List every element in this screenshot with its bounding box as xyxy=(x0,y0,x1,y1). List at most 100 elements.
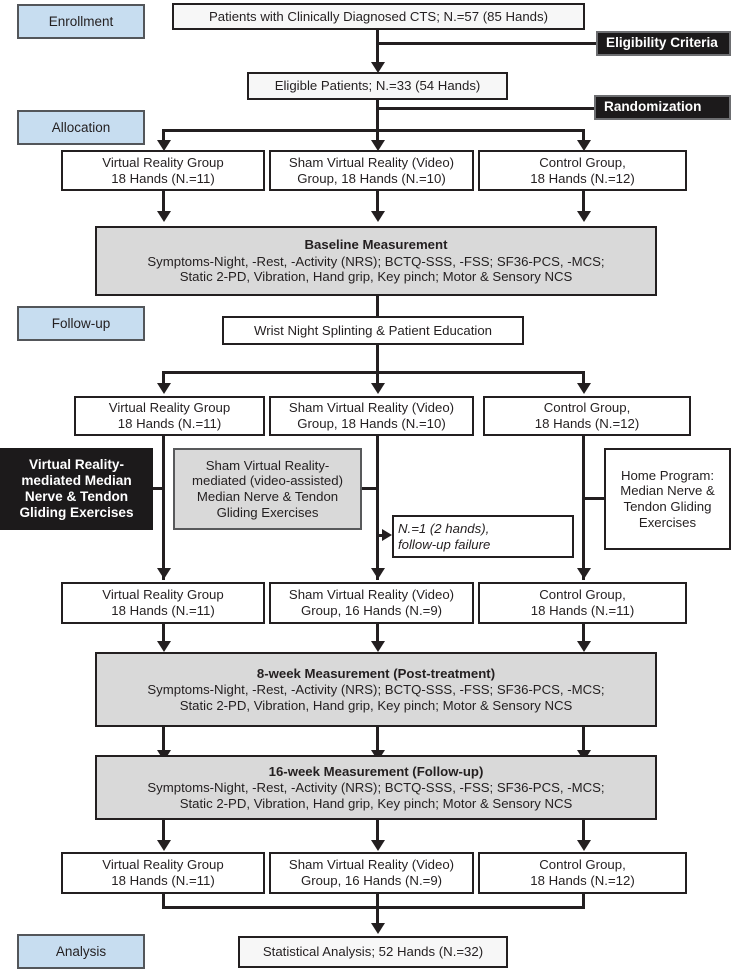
node-allocation-vr-group: Virtual Reality Group 18 Hands (N.=11) xyxy=(61,150,265,191)
connector-week8-to-week16-sham xyxy=(376,727,379,755)
node-baseline-title: Baseline Measurement xyxy=(304,237,448,253)
node-followup-sham-line1: Sham Virtual Reality (Video) xyxy=(288,400,455,416)
node-week8-line1: Symptoms-Night, -Rest, -Activity (NRS); … xyxy=(147,682,605,698)
connector-final-control-down xyxy=(582,893,585,909)
node-eligible-patients: Eligible Patients; N.=33 (54 Hands) xyxy=(247,72,508,100)
node-final-sham-group-text: Sham Virtual Reality (Video) Group, 16 H… xyxy=(275,857,468,888)
node-final-sham-line1: Sham Virtual Reality (Video) xyxy=(288,857,455,873)
node-post-vr-line2: 18 Hands (N.=11) xyxy=(111,603,215,618)
connector-vr-to-baseline xyxy=(162,190,165,216)
arrowhead-final-vr xyxy=(157,840,171,851)
connector-week16-to-final-control xyxy=(582,820,585,846)
arrowhead-baseline-sham xyxy=(371,211,385,222)
node-intervention-home-program-text: Home Program: Median Nerve & Tendon Glid… xyxy=(620,467,715,530)
node-final-sham-group: Sham Virtual Reality (Video) Group, 16 H… xyxy=(269,852,474,894)
stage-label-allocation: Allocation xyxy=(17,110,145,145)
node-dropout-line2: follow-up failure xyxy=(398,536,491,552)
node-wrist-night-splinting: Wrist Night Splinting & Patient Educatio… xyxy=(222,316,524,345)
connector-postvr-to-week8 xyxy=(162,624,165,648)
node-dropout-followup-failure-text: N.=1 (2 hands), follow-up failure xyxy=(398,521,568,552)
node-week16-line1: Symptoms-Night, -Rest, -Activity (NRS); … xyxy=(147,780,605,796)
stage-label-allocation-text: Allocation xyxy=(51,119,111,135)
connector-postsham-to-week8 xyxy=(376,624,379,648)
node-allocation-control-group: Control Group, 18 Hands (N.=12) xyxy=(478,150,687,191)
arrowhead-post-sham xyxy=(371,568,385,579)
node-week8-title: 8-week Measurement (Post-treatment) xyxy=(256,665,496,681)
node-allocation-sham-group: Sham Virtual Reality (Video) Group, 18 H… xyxy=(269,150,474,191)
node-post-sham-line1: Sham Virtual Reality (Video) xyxy=(288,587,455,603)
node-post-control-group-text: Control Group, 18 Hands (N.=11) xyxy=(484,587,681,618)
node-intervention-vr: Virtual Reality-mediated Median Nerve & … xyxy=(0,448,153,530)
connector-week16-to-final-vr xyxy=(162,820,165,846)
node-week8-measurement: 8-week Measurement (Post-treatment) Symp… xyxy=(95,652,657,727)
node-statistical-analysis: Statistical Analysis; 52 Hands (N.=32) xyxy=(238,936,508,968)
node-wrist-night-splinting-text: Wrist Night Splinting & Patient Educatio… xyxy=(254,322,492,338)
connector-sham-dropout xyxy=(376,534,386,537)
arrowhead-week8-sham xyxy=(371,641,385,652)
node-intervention-home-program: Home Program: Median Nerve & Tendon Glid… xyxy=(604,448,731,550)
node-post-control-line2: 18 Hands (N.=11) xyxy=(530,603,635,618)
node-followup-control-line1: Control Group, xyxy=(543,400,631,416)
node-week16-title: 16-week Measurement (Follow-up) xyxy=(268,763,484,779)
node-followup-vr-line2: 18 Hands (N.=11) xyxy=(117,416,222,431)
arrowhead-fu-control xyxy=(577,383,591,394)
node-allocation-sham-line1: Sham Virtual Reality (Video) xyxy=(288,154,455,170)
node-allocation-sham-line2: Group, 18 Hands (N.=10) xyxy=(297,170,446,186)
stage-label-enrollment: Enrollment xyxy=(17,4,145,39)
connector-followup-right-drop xyxy=(582,371,585,389)
connector-followup-left-drop xyxy=(162,371,165,389)
stage-label-analysis-text: Analysis xyxy=(55,943,107,959)
node-post-sham-group: Sham Virtual Reality (Video) Group, 16 H… xyxy=(269,582,474,624)
connector-allocation-mid-drop xyxy=(376,129,379,146)
node-post-vr-line1: Virtual Reality Group xyxy=(102,587,224,603)
connector-allocation-right-drop xyxy=(582,129,585,146)
node-followup-vr-line1: Virtual Reality Group xyxy=(108,400,231,416)
connector-splinting-down xyxy=(376,345,379,373)
arrowhead-statistical xyxy=(371,923,385,934)
node-final-vr-line2: 18 Hands (N.=11) xyxy=(111,873,215,888)
node-allocation-control-line2: 18 Hands (N.=12) xyxy=(530,170,635,186)
connector-vr-intervention-spine xyxy=(162,436,165,580)
node-final-sham-line2: Group, 16 Hands (N.=9) xyxy=(300,873,443,888)
node-final-vr-line1: Virtual Reality Group xyxy=(102,857,224,873)
node-followup-sham-group: Sham Virtual Reality (Video) Group, 18 H… xyxy=(269,396,474,436)
node-followup-control-group: Control Group, 18 Hands (N.=12) xyxy=(483,396,691,436)
node-baseline-line1: Symptoms-Night, -Rest, -Activity (NRS); … xyxy=(147,253,605,269)
stage-label-followup-text: Follow-up xyxy=(51,315,111,331)
node-intervention-vr-text: Virtual Reality-mediated Median Nerve & … xyxy=(19,456,134,521)
node-dropout-followup-failure: N.=1 (2 hands), follow-up failure xyxy=(392,515,574,558)
node-allocation-control-group-text: Control Group, 18 Hands (N.=12) xyxy=(484,155,681,186)
node-screened-patients: Patients with Clinically Diagnosed CTS; … xyxy=(172,3,585,30)
note-randomization-text: Randomization xyxy=(604,99,702,115)
arrowhead-post-vr xyxy=(157,568,171,579)
node-week16-line2: Static 2-PD, Vibration, Hand grip, Key p… xyxy=(179,795,573,811)
node-final-control-group: Control Group, 18 Hands (N.=12) xyxy=(478,852,687,894)
node-final-vr-group-text: Virtual Reality Group 18 Hands (N.=11) xyxy=(67,857,259,888)
stage-label-followup: Follow-up xyxy=(17,306,145,341)
connector-week8-to-week16-control xyxy=(582,727,585,755)
node-followup-sham-line2: Group, 18 Hands (N.=10) xyxy=(297,416,446,431)
connector-control-intervention-spine xyxy=(582,436,585,580)
arrowhead-final-control xyxy=(577,840,591,851)
connector-control-intervention-stub xyxy=(582,497,606,500)
connector-postcontrol-to-week8 xyxy=(582,624,585,648)
note-eligibility-criteria: Eligibility Criteria xyxy=(596,31,731,56)
node-post-sham-line2: Group, 16 Hands (N.=9) xyxy=(300,603,443,618)
node-final-control-line1: Control Group, xyxy=(539,857,626,873)
arrowhead-baseline-control xyxy=(577,211,591,222)
arrowhead-final-sham xyxy=(371,840,385,851)
node-intervention-sham-text: Sham Virtual Reality-mediated (video-ass… xyxy=(192,457,343,520)
node-final-vr-group: Virtual Reality Group 18 Hands (N.=11) xyxy=(61,852,265,894)
arrowhead-alloc-vr xyxy=(157,140,171,151)
node-allocation-control-line1: Control Group, xyxy=(539,154,626,170)
arrowhead-alloc-control xyxy=(577,140,591,151)
arrowhead-week8-vr xyxy=(157,641,171,652)
node-eligible-patients-text: Eligible Patients; N.=33 (54 Hands) xyxy=(274,78,481,94)
stage-label-enrollment-text: Enrollment xyxy=(48,13,114,29)
node-baseline-line2: Static 2-PD, Vibration, Hand grip, Key p… xyxy=(179,269,573,285)
node-screened-patients-text: Patients with Clinically Diagnosed CTS; … xyxy=(209,8,548,24)
node-followup-control-group-text: Control Group, 18 Hands (N.=12) xyxy=(489,400,685,431)
node-followup-vr-group: Virtual Reality Group 18 Hands (N.=11) xyxy=(74,396,265,436)
connector-sham-to-baseline xyxy=(376,190,379,216)
node-followup-vr-group-text: Virtual Reality Group 18 Hands (N.=11) xyxy=(80,400,259,431)
